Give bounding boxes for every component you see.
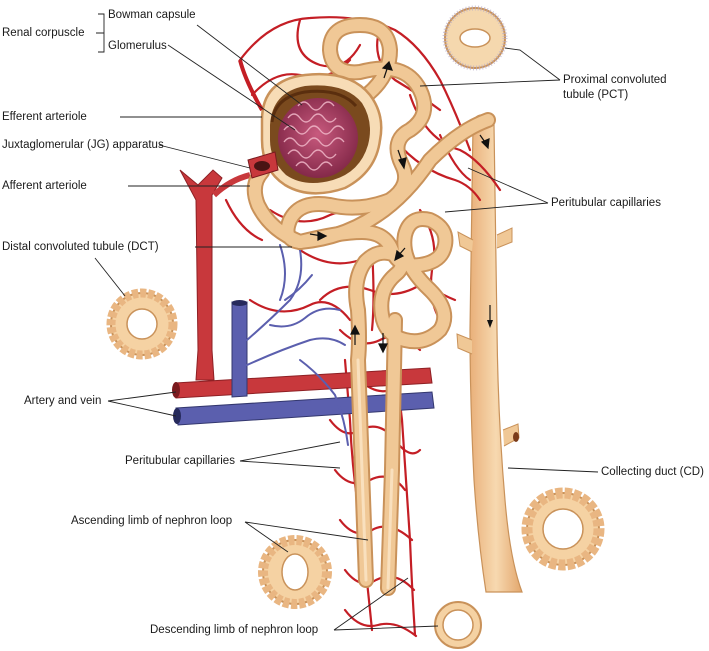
glomerulus xyxy=(278,98,358,178)
jg-apparatus xyxy=(247,151,279,179)
label-descending-limb: Descending limb of nephron loop xyxy=(150,624,319,636)
label-bowman-capsule: Bowman capsule xyxy=(108,9,196,21)
label-artery-and-vein: Artery and vein xyxy=(24,395,102,407)
leader-lines xyxy=(94,13,599,631)
label-dct: Distal convoluted tubule (DCT) xyxy=(2,241,159,253)
label-collecting-duct: Collecting duct (CD) xyxy=(601,466,704,478)
vein xyxy=(173,300,435,426)
cross-section-ascending xyxy=(258,535,332,609)
cross-section-pct xyxy=(442,5,508,71)
tubule-system xyxy=(246,17,496,596)
flow-arrows xyxy=(309,60,490,354)
cross-section-dct xyxy=(106,288,178,360)
venous-network xyxy=(246,244,349,446)
label-efferent-arteriole: Efferent arteriole xyxy=(2,111,87,123)
label-jg-apparatus: Juxtaglomerular (JG) apparatus xyxy=(2,139,164,151)
cross-section-cd xyxy=(521,487,605,571)
label-ascending-limb: Ascending limb of nephron loop xyxy=(71,515,233,527)
label-pct-line2: tubule (PCT) xyxy=(563,89,629,101)
label-peritubular-capillaries-left: Peritubular capillaries xyxy=(125,455,235,467)
renal-corpuscle xyxy=(238,59,383,195)
label-peritubular-capillaries-right: Peritubular capillaries xyxy=(551,197,661,209)
label-renal-corpuscle: Renal corpuscle xyxy=(2,27,85,39)
label-afferent-arteriole: Afferent arteriole xyxy=(2,180,87,192)
collecting-duct xyxy=(456,114,523,593)
afferent-vessel xyxy=(179,169,251,381)
label-glomerulus: Glomerulus xyxy=(108,40,167,52)
cross-section-descending xyxy=(434,601,482,649)
label-pct-line1: Proximal convoluted xyxy=(563,74,667,86)
